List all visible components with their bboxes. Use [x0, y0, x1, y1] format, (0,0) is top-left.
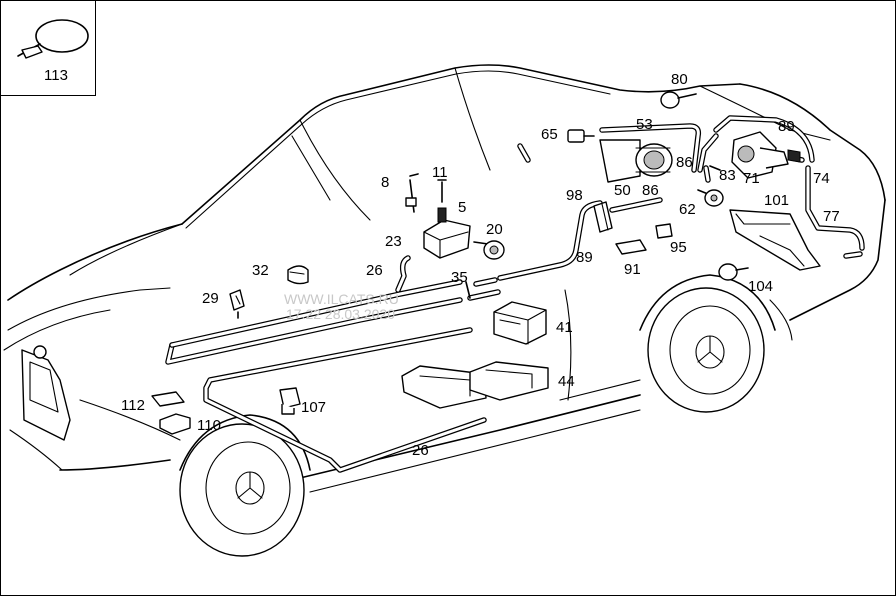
- callout-91: 91: [624, 261, 641, 278]
- part-71-reservoir: [731, 131, 789, 179]
- part-65-bolt: [567, 129, 595, 143]
- part-8-sensor: [405, 173, 419, 213]
- part-95-clip: [655, 223, 673, 239]
- part-91-label: [615, 239, 647, 255]
- callout-110: 110: [197, 417, 221, 434]
- callout-77: 77: [823, 208, 840, 225]
- callout-113: 113: [44, 67, 68, 84]
- part-101-bracket: [729, 209, 821, 271]
- callout-98: 98: [566, 187, 583, 204]
- rear-wheel: [639, 274, 776, 413]
- part-11-screw: [437, 179, 447, 203]
- callout-29: 29: [202, 290, 219, 307]
- cable-tie-part-113: [17, 19, 89, 59]
- callout-62: 62: [679, 201, 696, 218]
- callout-112: 112: [121, 397, 145, 414]
- callout-107: 107: [301, 399, 326, 416]
- callout-44: 44: [558, 373, 575, 390]
- front-wheel: [179, 414, 311, 557]
- part-62-nut: [697, 189, 724, 207]
- callout-101: 101: [764, 192, 789, 209]
- part-83-valve: [709, 165, 721, 171]
- part-107-nozzle: [279, 387, 301, 415]
- part-41-module: [493, 301, 547, 345]
- part-29-connector: [229, 289, 245, 319]
- callout-53: 53: [636, 116, 653, 133]
- callout-8: 8: [381, 174, 389, 191]
- callout-83: 83: [719, 167, 736, 184]
- callout-89-rear: 89: [778, 118, 795, 135]
- part-44-trays: [401, 361, 549, 409]
- callout-5: 5: [458, 199, 466, 216]
- part-104-nut: [718, 263, 749, 281]
- callout-95: 95: [670, 239, 687, 256]
- vacuum-lines: [165, 115, 865, 473]
- part-50-vacuum-pump: [599, 139, 673, 183]
- part-110-clip: [159, 413, 191, 435]
- callout-41: 41: [556, 319, 573, 336]
- door-seam: [564, 289, 572, 401]
- part-20-valve: [473, 240, 505, 260]
- part-32-clip: [287, 265, 309, 285]
- callout-89-mid: 89: [576, 249, 593, 266]
- callout-32: 32: [252, 262, 269, 279]
- callout-86-upper: 86: [676, 154, 693, 171]
- part-74-fitting: [787, 149, 801, 163]
- part-5-actuator: [423, 207, 471, 259]
- callout-26-upper: 26: [366, 262, 383, 279]
- callout-74: 74: [813, 170, 830, 187]
- callout-35: 35: [451, 269, 468, 286]
- callout-80: 80: [671, 71, 688, 88]
- callout-50: 50: [614, 182, 631, 199]
- callout-20: 20: [486, 221, 503, 238]
- watermark-site: WWW.ILCATS.RU: [284, 291, 399, 307]
- callout-23: 23: [385, 233, 402, 250]
- callout-26-lower: 26: [412, 442, 429, 459]
- part-112-label: [151, 391, 185, 407]
- callout-65: 65: [541, 126, 558, 143]
- part-98-holder: [593, 201, 613, 233]
- part-35-connector: [465, 281, 471, 299]
- callout-86-lower: 86: [642, 182, 659, 199]
- inset-box-part-113: [0, 0, 96, 96]
- callout-71: 71: [743, 170, 760, 187]
- car-body-outline: [3, 64, 886, 493]
- watermark-date: 17.22 28.03.2020: [286, 306, 395, 322]
- callout-11: 11: [432, 164, 448, 181]
- callout-104: 104: [748, 278, 773, 295]
- part-80-bolt: [660, 91, 697, 109]
